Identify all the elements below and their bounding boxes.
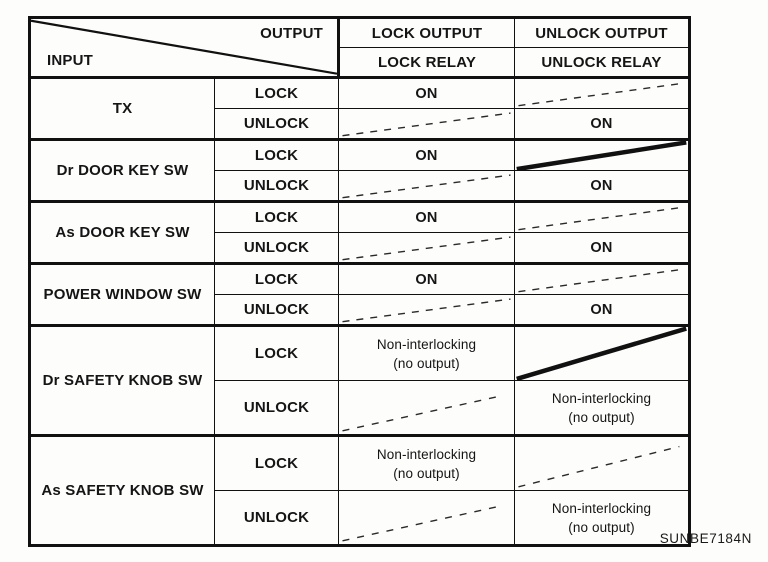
dashed-diagonal-line <box>342 112 511 137</box>
na-cell <box>338 490 515 547</box>
lock-relay-value: Non-interlocking (no output) <box>338 325 515 381</box>
table-row: UNLOCK ON <box>30 170 690 203</box>
input-axis-label: INPUT <box>47 52 93 69</box>
unlock-output-header: UNLOCK OUTPUT <box>514 17 690 48</box>
dashed-diagonal-line <box>342 506 497 542</box>
on-value: ON <box>415 148 438 164</box>
na-cell <box>338 232 515 265</box>
table-row: POWER WINDOW SW LOCK ON <box>29 263 690 327</box>
unlock-relay-value: ON <box>514 170 690 203</box>
table-row: UNLOCK ON <box>30 232 690 265</box>
action-label: LOCK <box>214 77 339 109</box>
lock-relay-header: LOCK RELAY <box>338 47 515 79</box>
non-interlocking-line: Non-interlocking <box>551 390 652 406</box>
corner-header-cell: OUTPUT INPUT <box>29 17 340 79</box>
on-value: ON <box>415 272 438 288</box>
bold-diagonal-line <box>516 327 687 380</box>
dashed-diagonal-line <box>518 206 685 231</box>
table-row: As SAFETY KNOB SW LOCK Non-interlocking … <box>29 435 690 547</box>
lock-output-header: LOCK OUTPUT <box>338 17 515 48</box>
unlock-relay-value: ON <box>514 108 690 141</box>
non-interlocking-line: Non-interlocking <box>376 446 477 462</box>
lock-relay-value: Non-interlocking (no output) <box>338 435 515 491</box>
unlock-relay-header: UNLOCK RELAY <box>514 47 690 79</box>
non-interlocking-line: Non-interlocking <box>551 500 652 516</box>
action-label: LOCK <box>214 139 339 171</box>
non-interlocking-line: (no output) <box>568 519 635 535</box>
unlock-relay-value: ON <box>514 294 690 327</box>
action-label: UNLOCK <box>214 232 339 265</box>
action-label: UNLOCK <box>214 108 339 141</box>
dashed-diagonal-line <box>518 268 685 293</box>
dashed-diagonal-line <box>518 445 680 488</box>
unlock-relay-value: ON <box>514 232 690 265</box>
input-label-dr-safety-knob-sw: Dr SAFETY KNOB SW <box>29 325 215 437</box>
figure-code: SUNBE7184N <box>659 531 752 546</box>
na-cell <box>514 435 690 491</box>
input-label-as-door-key-sw: As DOOR KEY SW <box>29 201 215 265</box>
input-label-dr-door-key-sw: Dr DOOR KEY SW <box>29 139 215 203</box>
lock-relay-value: ON <box>338 201 515 233</box>
na-cell <box>514 325 690 381</box>
bold-diagonal-line <box>516 141 687 170</box>
table-row: Dr DOOR KEY SW LOCK ON <box>29 139 690 203</box>
non-interlocking-line: (no output) <box>393 355 460 371</box>
on-value: ON <box>590 240 613 256</box>
dashed-diagonal-line <box>342 396 497 432</box>
na-cell <box>338 380 515 437</box>
on-value: ON <box>415 86 438 102</box>
action-label: LOCK <box>214 263 339 295</box>
na-cell <box>514 263 690 295</box>
table-row: UNLOCK ON <box>30 294 690 327</box>
on-value: ON <box>415 210 438 226</box>
action-label: UNLOCK <box>214 170 339 203</box>
na-cell <box>338 108 515 141</box>
dashed-diagonal-line <box>518 82 685 107</box>
on-value: ON <box>590 302 613 318</box>
lock-relay-value: ON <box>338 139 515 171</box>
input-label-tx: TX <box>29 77 215 141</box>
na-cell <box>514 77 690 109</box>
dashed-diagonal-line <box>342 298 511 323</box>
table-row: UNLOCK Non-interlocking (no output) <box>30 380 690 437</box>
action-label: LOCK <box>214 325 339 381</box>
table-row: As DOOR KEY SW LOCK ON <box>29 201 690 265</box>
non-interlocking-line: (no output) <box>393 465 460 481</box>
table-row: Dr SAFETY KNOB SW LOCK Non-interlocking … <box>29 325 690 437</box>
input-label-power-window-sw: POWER WINDOW SW <box>29 263 215 327</box>
na-cell <box>514 139 690 171</box>
action-label: UNLOCK <box>214 294 339 327</box>
action-label: LOCK <box>214 201 339 233</box>
na-cell <box>338 294 515 327</box>
action-label: UNLOCK <box>214 380 339 437</box>
na-cell <box>338 170 515 203</box>
action-label: UNLOCK <box>214 490 339 547</box>
input-label-as-safety-knob-sw: As SAFETY KNOB SW <box>29 435 215 547</box>
lock-relay-value: ON <box>338 263 515 295</box>
header-row-output: OUTPUT INPUT LOCK OUTPUT UNLOCK OUTPUT <box>29 17 690 79</box>
table-row: UNLOCK Non-interlocking (no output) <box>30 490 690 547</box>
on-value: ON <box>590 178 613 194</box>
output-axis-label: OUTPUT <box>260 25 323 42</box>
unlock-relay-value: Non-interlocking (no output) <box>514 380 690 437</box>
table-row: TX LOCK ON <box>29 77 690 141</box>
on-value: ON <box>590 116 613 132</box>
non-interlocking-line: (no output) <box>568 409 635 425</box>
header-row-relay: LOCK RELAY UNLOCK RELAY <box>30 47 690 79</box>
table-row: UNLOCK ON <box>30 108 690 141</box>
na-cell <box>514 201 690 233</box>
dashed-diagonal-line <box>342 236 511 261</box>
action-label: LOCK <box>214 435 339 491</box>
lock-relay-value: ON <box>338 77 515 109</box>
diagonal-divider-line <box>31 19 336 75</box>
non-interlocking-line: Non-interlocking <box>376 336 477 352</box>
unlock-relay-value: Non-interlocking (no output) <box>514 490 690 547</box>
dashed-diagonal-line <box>342 174 511 199</box>
lock-unlock-relay-table: OUTPUT INPUT LOCK OUTPUT UNLOCK OUTPUT L… <box>28 16 691 547</box>
